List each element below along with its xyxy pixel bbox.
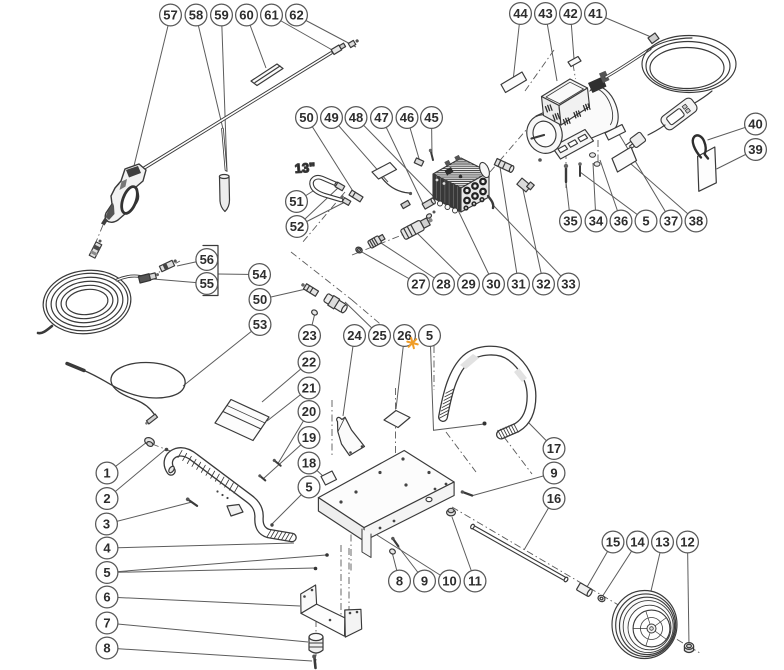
svg-text:47: 47: [374, 110, 388, 125]
svg-text:31: 31: [511, 277, 525, 292]
svg-text:18: 18: [302, 456, 316, 471]
svg-text:58: 58: [189, 8, 203, 23]
svg-text:9: 9: [550, 466, 557, 481]
svg-text:49: 49: [324, 110, 338, 125]
svg-text:6: 6: [103, 590, 110, 605]
svg-text:13: 13: [655, 535, 669, 550]
svg-text:25: 25: [372, 328, 386, 343]
svg-text:20: 20: [302, 404, 316, 419]
svg-text:5: 5: [305, 480, 312, 495]
svg-text:19: 19: [302, 430, 316, 445]
svg-text:39: 39: [748, 142, 762, 157]
svg-text:2: 2: [103, 491, 110, 506]
svg-text:5: 5: [642, 214, 649, 229]
svg-text:40: 40: [748, 117, 762, 132]
svg-text:30: 30: [486, 277, 500, 292]
svg-text:24: 24: [347, 328, 362, 343]
svg-text:8: 8: [103, 641, 110, 656]
svg-text:1: 1: [103, 466, 110, 481]
svg-text:48: 48: [349, 110, 363, 125]
svg-text:7: 7: [103, 616, 110, 631]
svg-text:50: 50: [299, 110, 313, 125]
svg-text:9: 9: [421, 574, 428, 589]
svg-text:35: 35: [563, 214, 577, 229]
svg-text:51: 51: [289, 194, 303, 209]
svg-text:62: 62: [289, 8, 303, 23]
svg-text:16: 16: [547, 491, 561, 506]
svg-text:37: 37: [664, 214, 678, 229]
svg-text:33: 33: [561, 277, 575, 292]
svg-text:56: 56: [200, 252, 214, 267]
svg-text:34: 34: [589, 214, 604, 229]
svg-text:28: 28: [436, 277, 450, 292]
svg-text:23: 23: [302, 328, 316, 343]
svg-text:44: 44: [513, 6, 528, 21]
svg-text:26: 26: [397, 328, 411, 343]
svg-text:5: 5: [426, 328, 433, 343]
svg-text:46: 46: [400, 110, 414, 125]
svg-text:10: 10: [442, 574, 456, 589]
svg-text:12: 12: [680, 535, 694, 550]
svg-text:42: 42: [563, 6, 577, 21]
svg-text:50: 50: [253, 292, 267, 307]
svg-text:43: 43: [538, 6, 552, 21]
svg-text:61: 61: [264, 8, 278, 23]
svg-text:29: 29: [461, 277, 475, 292]
svg-text:13": 13": [294, 160, 316, 176]
svg-text:45: 45: [424, 110, 438, 125]
svg-text:38: 38: [689, 214, 703, 229]
svg-text:14: 14: [630, 535, 645, 550]
svg-text:15: 15: [606, 535, 620, 550]
svg-text:17: 17: [547, 441, 561, 456]
svg-text:11: 11: [468, 574, 482, 589]
svg-text:57: 57: [163, 8, 177, 23]
svg-text:8: 8: [396, 574, 403, 589]
svg-text:5: 5: [103, 565, 110, 580]
svg-text:32: 32: [536, 277, 550, 292]
svg-text:3: 3: [103, 517, 110, 532]
svg-text:36: 36: [614, 214, 628, 229]
svg-text:53: 53: [253, 317, 267, 332]
svg-text:55: 55: [200, 276, 214, 291]
svg-text:27: 27: [411, 277, 425, 292]
svg-text:60: 60: [239, 8, 253, 23]
svg-text:22: 22: [302, 355, 316, 370]
svg-text:52: 52: [290, 219, 304, 234]
svg-text:59: 59: [214, 8, 228, 23]
svg-text:54: 54: [252, 267, 267, 282]
svg-text:21: 21: [302, 381, 316, 396]
svg-text:4: 4: [103, 541, 111, 556]
svg-text:41: 41: [588, 6, 602, 21]
